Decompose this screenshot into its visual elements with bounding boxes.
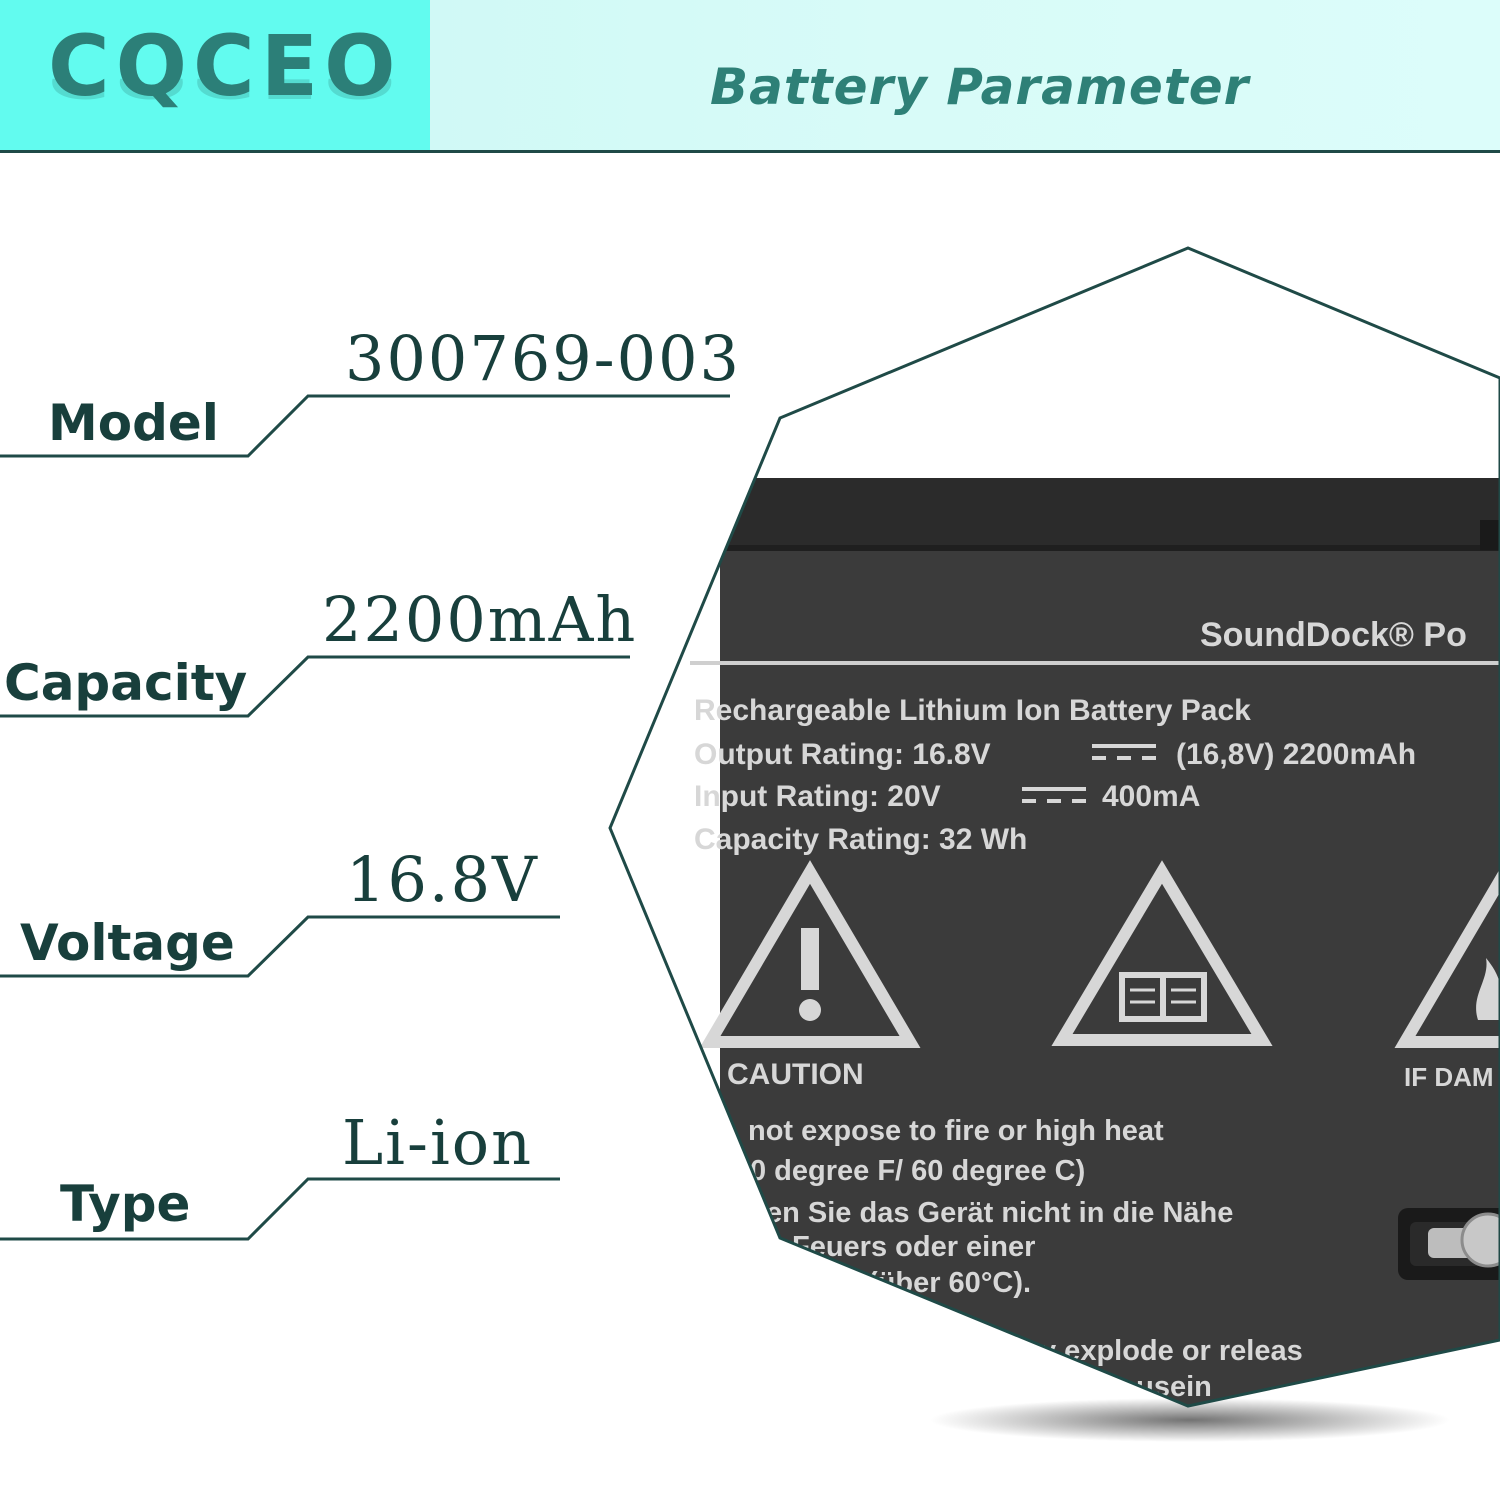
dc-symbol-icon <box>1022 787 1086 803</box>
warning-line-4: Feuers oder einer <box>792 1231 1035 1263</box>
battery-line-1: Rechargeable Lithium Ion Battery Pack <box>694 694 1251 727</box>
octagon-frame <box>608 246 1500 1408</box>
battery-line-2: Output Rating: 16.8V <box>694 738 991 771</box>
page-title: Battery Parameter <box>710 58 1250 116</box>
caution-label: CAUTION <box>727 1058 864 1091</box>
warning-line-2: 0 degree F/ 60 degree C) <box>750 1155 1085 1187</box>
battery-brand: SoundDock® Po <box>1200 616 1467 654</box>
type-label: Type <box>60 1175 191 1233</box>
battery-line-6: Capacity Rating: 32 Wh <box>694 823 1027 856</box>
warning-line-1: not expose to fire or high heat <box>748 1115 1164 1147</box>
voltage-value: 16.8V <box>346 843 539 916</box>
if-damaged-label: IF DAM <box>1404 1062 1494 1092</box>
manual-book-icon <box>1051 860 1273 1046</box>
model-value: 300769-003 <box>345 322 741 395</box>
connector-screw-icon <box>1398 1208 1500 1280</box>
capacity-label: Capacity <box>4 654 248 712</box>
warning-line-3: en Sie das Gerät nicht in die Nähe <box>766 1197 1233 1229</box>
voltage-label: Voltage <box>20 914 235 972</box>
drop-shadow <box>930 1398 1450 1442</box>
type-value: Li-ion <box>342 1106 534 1179</box>
capacity-value: 2200mAh <box>322 583 638 656</box>
brand-logo: CQCEO <box>48 17 402 115</box>
model-label: Model <box>48 394 219 452</box>
dc-symbol-icon <box>1092 744 1156 760</box>
battery-line-5: 400mA <box>1102 780 1200 813</box>
battery-line-3: (16,8V) 2200mAh <box>1176 738 1416 771</box>
voltage-leader-line <box>0 915 560 978</box>
caution-triangle-icon <box>699 860 921 1048</box>
model-leader-line <box>0 394 730 458</box>
battery-line-4: Input Rating: 20V <box>694 780 941 813</box>
header-banner: CQCEO CQCEO Battery Parameter <box>0 0 1500 153</box>
spec-leader-lines <box>0 394 730 1241</box>
capacity-leader-line <box>0 655 630 718</box>
fire-hazard-icon <box>1394 860 1500 1048</box>
type-leader-line <box>0 1177 560 1241</box>
logo-panel: CQCEO CQCEO <box>0 0 430 150</box>
